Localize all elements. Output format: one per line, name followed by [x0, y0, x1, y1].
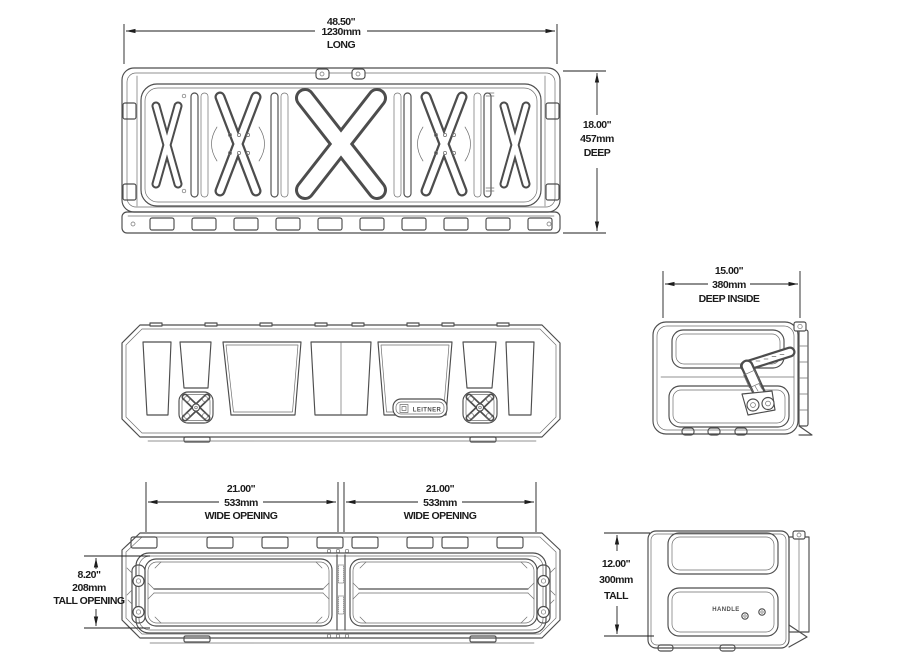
dim-wide-opening-right: 21.00" 533mm WIDE OPENING	[343, 482, 537, 532]
dim-tall-opening: 8.20" 208mm TALL OPENING	[53, 555, 150, 629]
dim-wide-right-label: WIDE OPENING	[404, 510, 477, 522]
dim-deep-inside-label: DEEP INSIDE	[699, 293, 760, 305]
twist-latch-right	[463, 392, 497, 423]
dim-length: 48.50" 1230mm LONG	[123, 16, 558, 64]
front-base	[147, 436, 537, 443]
top-view	[121, 67, 561, 234]
opening-right	[349, 558, 538, 627]
dim-wide-right-inches: 21.00"	[426, 483, 455, 495]
dim-depth-metric: 457mm	[580, 133, 614, 145]
hinge-strip	[121, 211, 561, 234]
side-latch-brackets	[122, 102, 560, 201]
dim-length-inches: 48.50"	[327, 16, 356, 28]
dim-length-label: LONG	[327, 39, 356, 51]
dim-depth-inches: 18.00"	[583, 119, 612, 131]
dim-deep-inside-inches: 15.00"	[715, 265, 744, 277]
dim-height-metric: 300mm	[599, 574, 633, 586]
dim-wide-left-metric: 533mm	[224, 497, 258, 509]
dim-tall-opening-label: TALL OPENING	[53, 595, 125, 607]
edge-clamp-right	[536, 564, 556, 624]
center-post	[326, 554, 350, 639]
dim-deep-inside: 15.00" 380mm DEEP INSIDE	[662, 265, 801, 318]
dim-depth-label: DEEP	[584, 147, 611, 159]
dim-depth: 18.00" 457mm DEEP	[563, 70, 615, 234]
opening-left	[144, 558, 333, 627]
dim-height-inches: 12.00"	[602, 558, 631, 570]
clamp-arm	[739, 346, 796, 416]
side-flange	[788, 530, 810, 648]
dim-height: 12.00" 300mm TALL	[599, 532, 654, 637]
side-view: HANDLE	[647, 530, 810, 652]
dim-length-metric: 1230mm	[321, 26, 360, 38]
dim-tall-opening-metric: 208mm	[72, 582, 106, 594]
mount-rail	[793, 321, 813, 436]
edge-clamp-left	[126, 564, 146, 624]
open-hinge-tabs	[130, 536, 524, 554]
twist-latch-left	[179, 392, 213, 423]
dim-tall-opening-inches: 8.20"	[78, 569, 101, 581]
brand-badge-text: LEITNER	[413, 408, 442, 414]
handle-bolts	[741, 608, 766, 620]
brand-badge: LEITNER	[392, 398, 448, 418]
front-view: LEITNER	[121, 322, 561, 443]
side-feet	[657, 644, 736, 652]
dim-height-label: TALL	[604, 590, 629, 602]
handle-label: HANDLE	[712, 607, 739, 613]
lid-rib-pattern	[151, 88, 531, 200]
dim-wide-right-metric: 533mm	[423, 497, 457, 509]
dim-deep-inside-metric: 380mm	[712, 279, 746, 291]
side-clamp-view	[652, 321, 813, 436]
dim-wide-left-inches: 21.00"	[227, 483, 256, 495]
open-base	[149, 635, 535, 644]
lid-hooks	[315, 68, 366, 80]
dim-wide-left-label: WIDE OPENING	[205, 510, 278, 522]
dim-wide-opening-left: 21.00" 533mm WIDE OPENING	[145, 482, 339, 532]
lid-parting-ticks	[149, 322, 510, 327]
front-open-view	[121, 532, 561, 644]
